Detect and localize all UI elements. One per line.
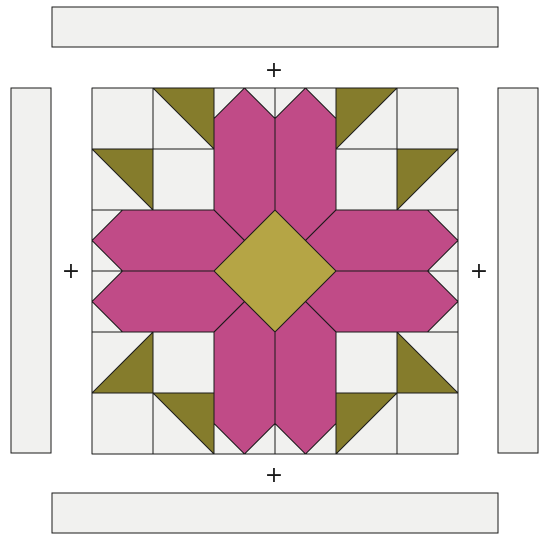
plus-sign-bottom: + [265,463,283,488]
bottom-border-strip [52,493,498,533]
plus-sign-right: + [470,259,488,284]
plus-sign-left: + [62,259,80,284]
plus-sign-top: + [265,58,283,83]
left-border-strip [11,88,51,453]
top-border-strip [52,7,498,47]
quilt-block [92,88,458,454]
right-border-strip [498,88,538,453]
